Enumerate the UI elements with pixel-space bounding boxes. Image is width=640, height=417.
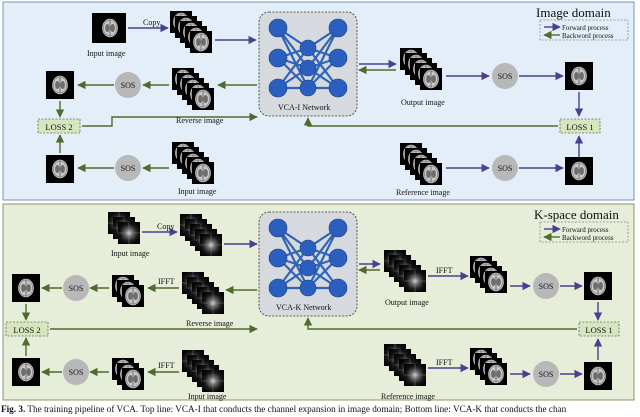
loss2-box: LOSS 2 [37, 118, 81, 134]
kspace-input-sos-image [12, 358, 40, 386]
sos-node-k-top-left: SOS [63, 275, 89, 301]
svg-text:IFFT: IFFT [436, 358, 453, 367]
sos-node-bottom-right: SOS [492, 155, 518, 181]
svg-text:LOSS 2: LOSS 2 [45, 122, 72, 132]
svg-text:SOS: SOS [121, 164, 136, 173]
output-image-label: Output image [401, 98, 445, 107]
svg-text:Reverse image: Reverse image [186, 319, 234, 328]
vca-k-network-box [258, 211, 358, 317]
svg-text:SOS: SOS [69, 368, 84, 377]
svg-text:SOS: SOS [539, 282, 554, 291]
sos-node-k-bottom-right: SOS [533, 361, 559, 387]
loss1-box: LOSS 1 [559, 118, 601, 134]
svg-text:SOS: SOS [539, 370, 554, 379]
legend-forward-label: Forward process [562, 24, 609, 32]
vca-i-network-label: VCA-I Network [278, 103, 330, 112]
svg-text:Input image: Input image [188, 392, 227, 401]
sos-node-top-right: SOS [492, 63, 518, 89]
svg-text:Copy: Copy [157, 222, 174, 231]
sos-node-k-top-right: SOS [533, 273, 559, 299]
image-legend: Forward process Backword process [539, 19, 629, 41]
figure-caption: Fig. 3. The training pipeline of VCA. To… [1, 404, 640, 414]
svg-text:Backword process: Backword process [562, 234, 614, 242]
input-sos-image [46, 155, 74, 183]
svg-text:LOSS 1: LOSS 1 [566, 122, 593, 132]
svg-text:LOSS 2: LOSS 2 [13, 325, 40, 335]
legend-backward-label: Backword process [562, 32, 614, 40]
svg-text:Output image: Output image [385, 298, 429, 307]
output-sos-image [565, 62, 593, 90]
kspace-loss1-box: LOSS 1 [578, 321, 620, 337]
caption-prefix: Fig. 3. [1, 404, 26, 414]
svg-text:Reference image: Reference image [381, 392, 435, 401]
image-domain-title: Image domain [536, 5, 611, 20]
sos-node-bottom-left: SOS [115, 155, 141, 181]
svg-text:IFFT: IFFT [158, 361, 175, 370]
svg-text:Forward process: Forward process [562, 226, 609, 234]
sos-node-top-left: SOS [115, 72, 141, 98]
input-image-top [92, 13, 126, 43]
svg-text:SOS: SOS [121, 81, 136, 90]
svg-text:SOS: SOS [498, 72, 513, 81]
svg-text:LOSS 1: LOSS 1 [585, 325, 612, 335]
vca-i-network-box [258, 11, 358, 117]
kspace-output-sos-image [584, 272, 612, 300]
vca-k-network-label: VCA-K Network [276, 303, 331, 312]
copy-label: Copy [143, 18, 160, 27]
svg-text:SOS: SOS [498, 164, 513, 173]
reverse-image-label: Reverse image [176, 116, 224, 125]
input-image-bottom-label: Input image [178, 187, 217, 196]
sos-node-k-bottom-left: SOS [63, 359, 89, 385]
kspace-domain-title: K-space domain [534, 207, 619, 222]
reference-sos-image [565, 157, 593, 185]
input-image-top-label: Input image [87, 49, 126, 58]
reverse-sos-image [46, 71, 74, 99]
svg-text:Input image: Input image [111, 249, 150, 258]
kspace-reference-sos-image [584, 362, 612, 390]
svg-text:IFFT: IFFT [436, 266, 453, 275]
caption-text: The training pipeline of VCA. Top line: … [25, 404, 567, 414]
reference-image-label: Reference image [396, 188, 450, 197]
svg-text:SOS: SOS [69, 284, 84, 293]
kspace-legend: Forward process Backword process [539, 221, 629, 243]
svg-text:IFFT: IFFT [158, 277, 175, 286]
kspace-reverse-sos-image [12, 274, 40, 302]
kspace-loss2-box: LOSS 2 [5, 321, 49, 337]
